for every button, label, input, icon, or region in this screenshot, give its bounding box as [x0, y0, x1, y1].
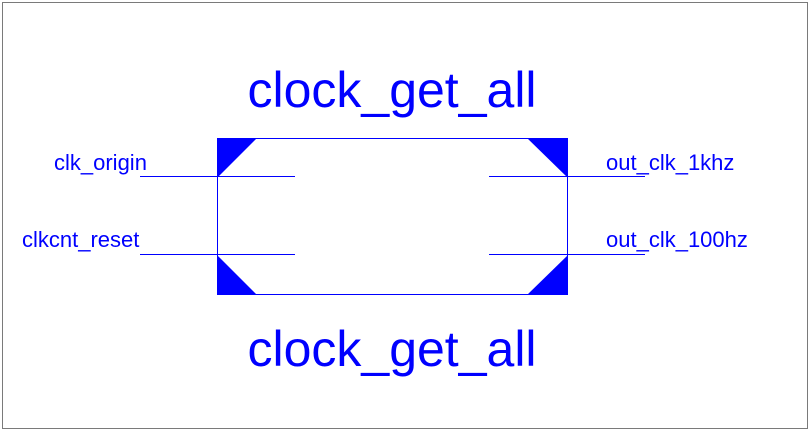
corner-marker-bottom-left [217, 255, 257, 295]
input-pin-clk-origin: clk_origin [54, 150, 295, 177]
output-pin-label: out_clk_100hz [606, 227, 748, 252]
symbol-title-top: clock_get_all [247, 62, 536, 118]
output-pin-label: out_clk_1khz [606, 150, 734, 175]
output-pin-out-clk-1khz: out_clk_1khz [489, 150, 734, 177]
corner-marker-top-right [527, 138, 568, 178]
output-pin-out-clk-100hz: out_clk_100hz [489, 227, 748, 255]
corner-marker-bottom-right [527, 255, 568, 295]
input-pin-clkcnt-reset: clkcnt_reset [22, 227, 295, 255]
input-pin-label: clk_origin [54, 150, 147, 175]
input-pin-label: clkcnt_reset [22, 227, 139, 252]
symbol-body [217, 138, 568, 295]
diagram-frame [2, 2, 808, 429]
symbol-title-bottom: clock_get_all [247, 321, 536, 377]
corner-marker-top-left [217, 138, 257, 178]
